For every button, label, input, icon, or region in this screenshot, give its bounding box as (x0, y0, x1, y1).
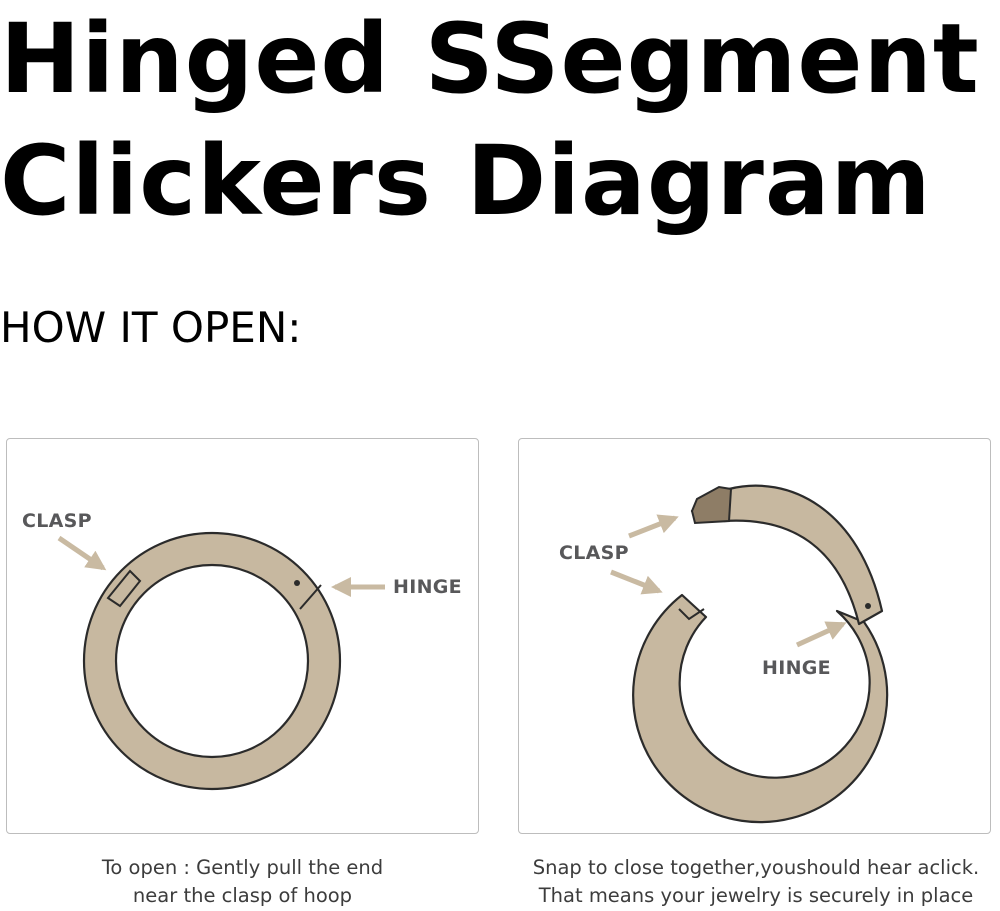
hoop-upper-segment (690, 484, 884, 626)
hinge-label: HINGE (393, 576, 462, 598)
caption-line-2: near the clasp of hoop (132, 884, 353, 907)
open-instruction-caption: To open : Gently pull the end near the c… (6, 854, 479, 910)
hoop-ring (82, 531, 342, 791)
hinge-label: HINGE (762, 657, 831, 679)
caption-line-1: To open : Gently pull the end (101, 856, 384, 879)
clasp-arrow-upper (628, 514, 679, 539)
title-line-2: Clickers Diagram (0, 125, 932, 237)
clasp-tip (690, 485, 733, 525)
closed-ring-panel: CLASP HINGE (6, 438, 479, 834)
clasp-label: CLASP (22, 510, 92, 532)
hoop-lower-segment (632, 593, 889, 824)
caption-line-1: Snap to close together,youshould hear ac… (532, 856, 980, 879)
hinge-arrow (795, 621, 847, 648)
closed-ring-illustration (57, 531, 385, 791)
hinge-joint (294, 580, 322, 610)
page-title: Hinged SSegment Clickers Diagram (0, 0, 980, 242)
open-ring-panel: CLASP HINGE (518, 438, 991, 834)
clasp-arrow-lower (610, 569, 663, 595)
clasp-arrow (57, 535, 107, 571)
close-instruction-caption: Snap to close together,youshould hear ac… (512, 854, 1000, 910)
clasp-seam (106, 569, 142, 608)
clasp-label: CLASP (559, 542, 629, 564)
open-ring-illustration (610, 484, 889, 824)
title-line-1: Hinged SSegment (0, 3, 980, 115)
caption-line-2: That means your jewelry is securely in p… (538, 884, 974, 907)
section-heading: HOW IT OPEN: (0, 303, 302, 352)
